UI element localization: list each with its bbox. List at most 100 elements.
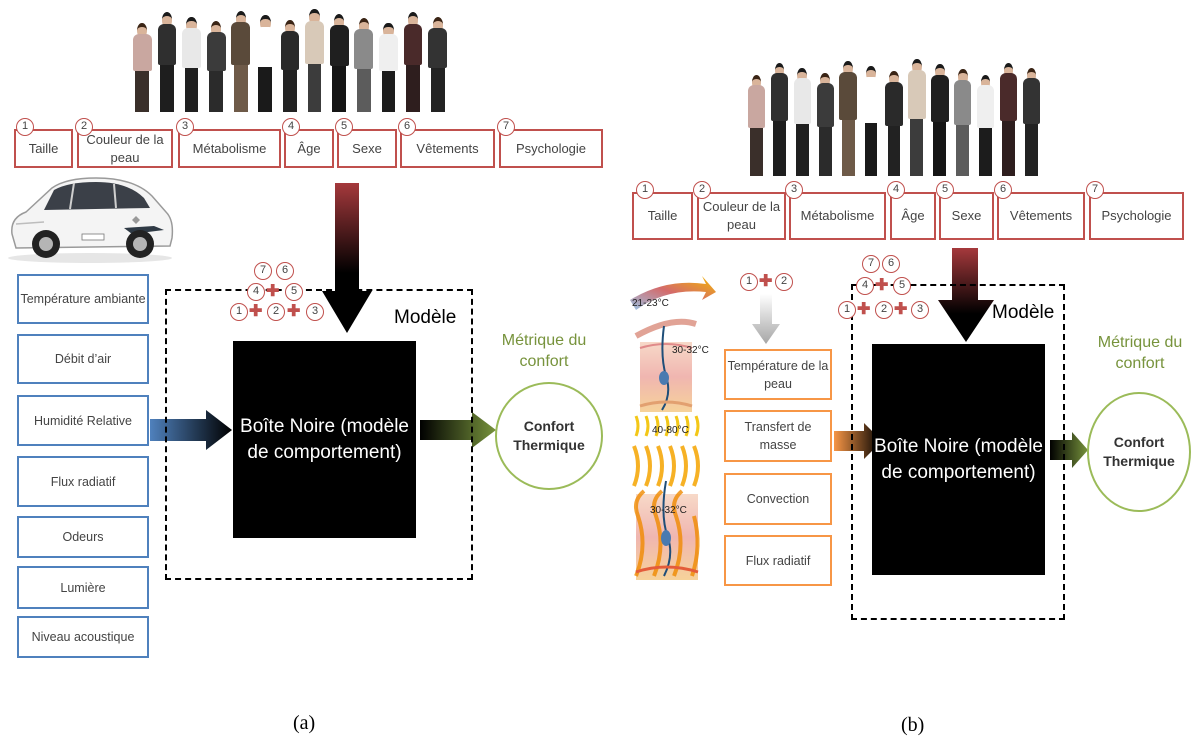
input-label: Température de la peau	[727, 358, 829, 391]
plus-icon: ✚	[266, 283, 280, 300]
factor-number: 1	[636, 181, 654, 199]
combo-number: 1	[740, 273, 758, 291]
people-group-image	[130, 8, 450, 112]
person-figure	[425, 16, 450, 112]
input-label: Convection	[746, 492, 810, 506]
person-figure	[376, 22, 401, 112]
input-box-temperature-ambiante: Température ambiante	[17, 274, 149, 324]
comfort-label: Confort Thermique	[513, 418, 585, 453]
factor-label: Sexe	[352, 140, 382, 156]
person-figure	[883, 71, 906, 176]
factor-box-metabolisme: Métabolisme	[178, 129, 281, 168]
combo-number: 4	[247, 283, 265, 301]
input-label: Flux radiatif	[50, 474, 116, 489]
combo-number: 7	[254, 262, 272, 280]
factor-label: Sexe	[951, 208, 982, 223]
person-figure	[928, 64, 951, 176]
factor-box-age: Âge	[890, 192, 936, 240]
factor-number: 7	[497, 118, 515, 136]
factor-number: 4	[282, 118, 300, 136]
factor-label: Métabolisme	[800, 208, 875, 223]
person-figure	[179, 16, 204, 112]
skin-arrow	[752, 294, 780, 344]
person-figure	[860, 66, 883, 176]
black-box-label: Boîte Noire (modèle de comportement)	[240, 415, 409, 463]
skin-layers-illustration	[630, 276, 716, 580]
combo-number: 6	[276, 262, 294, 280]
factor-label: Vêtements	[1009, 208, 1073, 223]
comfort-circle: Confort Thermique	[495, 382, 603, 490]
plus-icon: ✚	[759, 273, 773, 290]
factor-number: 1	[16, 118, 34, 136]
model-label: Modèle	[394, 307, 457, 328]
factor-label: Psychologie	[515, 140, 587, 156]
temperature-label: 40-80°C	[652, 425, 689, 436]
model-frame	[851, 284, 1065, 620]
plus-icon: ✚	[287, 303, 301, 320]
factor-number: 5	[936, 181, 954, 199]
input-box-niveau-acoustique: Niveau acoustique	[17, 616, 149, 658]
input-box-humidite-relative: Humidité Relative	[17, 395, 149, 446]
factor-arrow	[322, 183, 372, 333]
factor-box-taille: Taille	[14, 129, 73, 168]
factor-number: 6	[398, 118, 416, 136]
input-box-convection: Convection	[724, 473, 832, 525]
person-figure	[155, 12, 180, 112]
plus-icon: ✚	[894, 301, 908, 318]
metric-label: Métrique du confort	[1097, 334, 1183, 372]
combo-number: 2	[875, 301, 893, 319]
combo-number: 2	[267, 303, 285, 321]
person-figure	[814, 72, 837, 176]
factor-box-psychologie: Psychologie	[1089, 192, 1184, 240]
caption-a: (a)	[293, 712, 316, 734]
input-label: Température ambiante	[20, 292, 146, 306]
factor-arrow	[938, 248, 994, 342]
temperature-label: 30-32°C	[650, 505, 687, 516]
input-label: Niveau acoustique	[31, 630, 135, 644]
person-figure	[791, 67, 814, 176]
black-box: Boîte Noire (modèle de comportement)	[233, 341, 416, 538]
factor-box-vetements: Vêtements	[400, 129, 495, 168]
black-box: Boîte Noire (modèle de comportement)	[872, 344, 1045, 575]
temperature-label: 30-32°C	[672, 345, 709, 356]
person-figure	[302, 9, 327, 112]
combo-number: 1	[230, 303, 248, 321]
factor-label: Couleur de la peau	[702, 199, 781, 232]
person-figure	[768, 62, 791, 176]
factor-box-couleur: Couleur de la peau	[77, 129, 173, 168]
input-label: Humidité Relative	[34, 413, 132, 428]
person-figure	[253, 15, 278, 112]
comfort-circle: Confort Thermique	[1087, 392, 1191, 512]
combo-number: 7	[862, 255, 880, 273]
black-box-label: Boîte Noire (modèle de comportement)	[874, 435, 1043, 483]
factor-number: 7	[1086, 181, 1104, 199]
input-box-transfert-masse: Transfert de masse	[724, 410, 832, 462]
factor-label: Psychologie	[1101, 208, 1172, 223]
combo-number: 6	[882, 255, 900, 273]
factor-box-taille: Taille	[632, 192, 693, 240]
person-figure	[974, 74, 997, 176]
factor-label: Taille	[647, 208, 678, 223]
factor-box-metabolisme: Métabolisme	[789, 192, 886, 240]
input-label: Odeurs	[62, 530, 104, 544]
combo-number: 4	[856, 277, 874, 295]
person-figure	[1020, 67, 1043, 176]
person-figure	[837, 61, 860, 176]
person-figure	[278, 19, 303, 112]
input-arrow	[834, 423, 882, 459]
input-box-odeurs: Odeurs	[17, 516, 149, 558]
factor-label: Taille	[28, 140, 59, 156]
factor-label: Vêtements	[416, 140, 479, 156]
input-label: Flux radiatif	[745, 553, 811, 568]
input-box-lumiere: Lumière	[17, 566, 149, 609]
input-label: Lumière	[60, 580, 106, 595]
car-image	[8, 177, 174, 263]
factor-number: 4	[887, 181, 905, 199]
input-box-temperature-peau: Température de la peau	[724, 349, 832, 400]
factor-box-sexe: Sexe	[939, 192, 994, 240]
combo-number: 1	[838, 301, 856, 319]
factor-number: 3	[785, 181, 803, 199]
factor-label: Métabolisme	[192, 140, 267, 156]
person-figure	[745, 74, 768, 176]
combo-number: 5	[285, 283, 303, 301]
